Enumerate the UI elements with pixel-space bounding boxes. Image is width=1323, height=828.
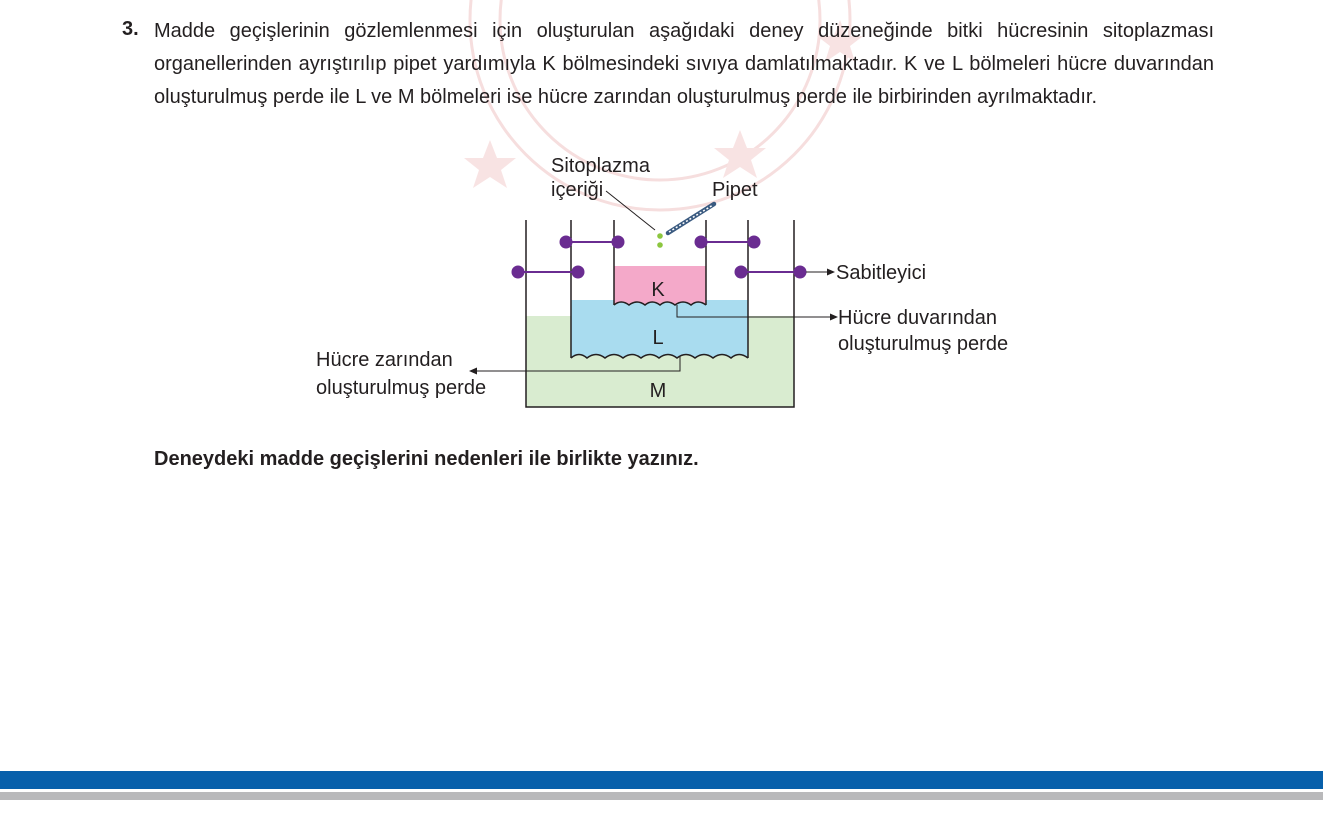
compartment-k-fill — [614, 266, 706, 305]
cell-membrane-curtain — [570, 353, 749, 359]
compartment-l-fill — [571, 300, 748, 358]
fixator-label: Sabitleyici — [836, 262, 926, 284]
experiment-diagram: K L M Sitoplazma içeriği Pipet Sabitleyi… — [316, 155, 1008, 408]
fixator-arrowhead — [827, 268, 835, 276]
membrane-arrowhead — [469, 367, 477, 375]
fixator-dot — [793, 265, 807, 279]
fixator-dot — [571, 265, 585, 279]
pipette-label: Pipet — [712, 179, 758, 201]
compartment-m-label: M — [650, 380, 667, 402]
cell-wall-label-line2: oluşturulmuş perde — [838, 333, 1008, 355]
membrane-label-line2: oluşturulmuş perde — [316, 377, 486, 399]
question-text: Madde geçişlerinin gözlemlenmesi için ol… — [154, 20, 1214, 108]
cell-wall-arrowhead — [830, 313, 838, 321]
cytoplasm-pointer — [605, 190, 656, 231]
cell-wall-pointer — [676, 305, 831, 318]
membrane-label-line1: Hücre zarından — [316, 349, 453, 371]
fixator-dot — [611, 235, 625, 249]
pipette-icon — [665, 201, 717, 236]
cytoplasm-drop — [657, 242, 663, 248]
fixator-dot — [734, 265, 748, 279]
cytoplasm-label-line2: içeriği — [551, 179, 603, 201]
compartment-k-label: K — [651, 279, 665, 301]
cell-wall-label-line1: Hücre duvarından — [838, 307, 997, 329]
fixator-dot — [694, 235, 708, 249]
fixator-dot — [747, 235, 761, 249]
question-number: 3. — [122, 18, 139, 40]
membrane-pointer — [476, 356, 681, 372]
inner-container — [613, 220, 707, 305]
outer-container — [525, 220, 795, 408]
question-prompt: Deneydeki madde geçişlerini nedenleri il… — [154, 448, 699, 470]
footer-blue-bar — [0, 771, 1323, 789]
footer-gray-bar — [0, 792, 1323, 800]
fixator-dot — [559, 235, 573, 249]
cell-wall-curtain — [613, 301, 707, 306]
cytoplasm-label-line1: Sitoplazma — [551, 155, 651, 177]
fixator-dot — [511, 265, 525, 279]
compartment-l-label: L — [652, 327, 663, 349]
cytoplasm-drop — [657, 233, 663, 239]
